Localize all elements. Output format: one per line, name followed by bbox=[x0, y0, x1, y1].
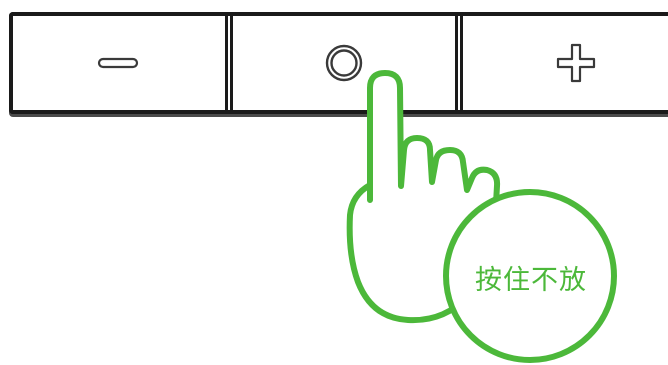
circle-icon bbox=[325, 44, 363, 82]
minus-icon bbox=[97, 57, 139, 69]
button-divider bbox=[455, 16, 464, 110]
hold-hint-label: 按住不放 bbox=[475, 265, 587, 296]
plus-button[interactable] bbox=[463, 16, 668, 110]
button-divider bbox=[225, 16, 234, 110]
plus-icon bbox=[556, 43, 596, 83]
center-button[interactable] bbox=[233, 16, 455, 110]
button-bar bbox=[9, 12, 668, 114]
minus-button[interactable] bbox=[13, 16, 225, 110]
